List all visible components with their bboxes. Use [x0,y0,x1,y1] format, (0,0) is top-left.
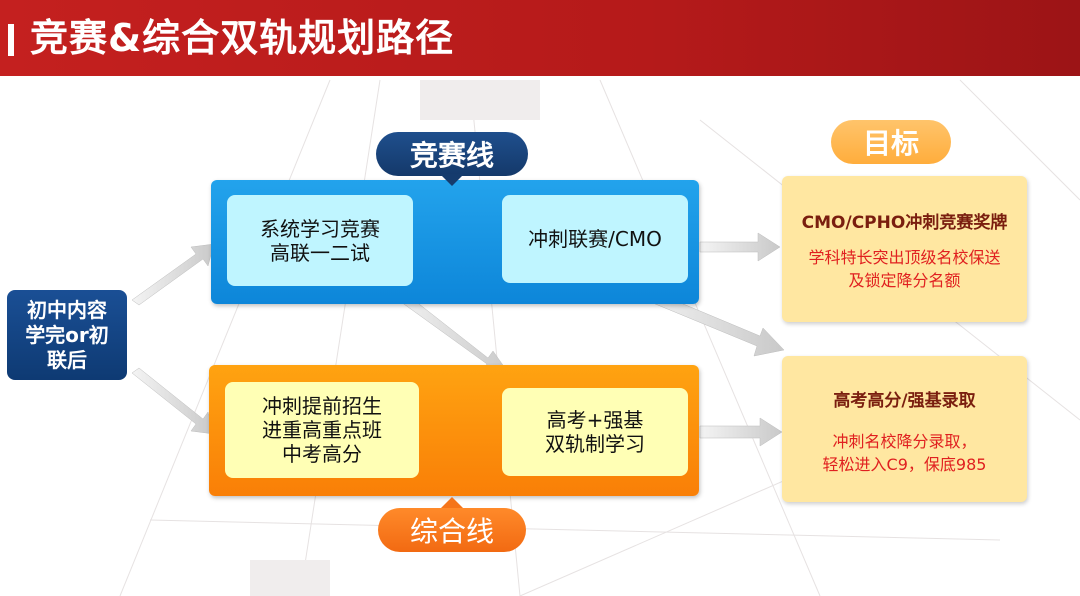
comprehensive-step-2: 高考+强基 双轨制学习 [502,388,688,476]
goal-card-comprehensive: 高考高分/强基录取 冲刺名校降分录取， 轻松进入C9，保底985 [782,356,1027,502]
competition-step-2: 冲刺联赛/CMO [502,195,688,283]
arrow-competition-to-goal1 [699,232,781,262]
start-node-line: 学完or初 [25,322,109,347]
goals-label: 目标 [831,120,951,164]
start-node-line: 初中内容 [26,297,107,322]
step-line: 冲刺提前招生 [262,394,382,418]
step-line: 进重高重点班 [262,418,382,442]
goal-description: 冲刺名校降分录取， 轻松进入C9，保底985 [782,430,1027,476]
step-line: 冲刺联赛/CMO [528,227,662,251]
comprehensive-step-1: 冲刺提前招生 进重高重点班 中考高分 [225,382,419,478]
step-line: 系统学习竞赛 [260,216,380,241]
step-line: 高联一二试 [270,240,370,265]
start-node: 初中内容 学完or初 联后 [7,290,127,380]
arrow-comprehensive-to-goal2 [699,417,783,447]
step-line: 双轨制学习 [545,432,645,456]
goal-title: 高考高分/强基录取 [833,391,976,411]
competition-label-pointer [440,174,464,186]
comprehensive-label-pointer [440,497,464,509]
goal-desc-line: 及锁定降分名额 [848,271,961,290]
competition-step-1: 系统学习竞赛 高联一二试 [227,195,413,286]
goal-description: 学科特长突出顶级名校保送 及锁定降分名额 [782,246,1027,292]
goal-desc-line: 冲刺名校降分录取， [832,432,977,451]
goal-card-competition: CMO/CPHO冲刺竞赛奖牌 学科特长突出顶级名校保送 及锁定降分名额 [782,176,1027,322]
page-title: 竞赛&综合双轨规划路径 [30,16,455,60]
arrow-start-to-comprehensive [131,367,215,435]
start-node-line: 联后 [46,347,87,372]
competition-track-label: 竞赛线 [376,132,528,176]
title-banner: 竞赛&综合双轨规划路径 [0,0,1080,76]
step-line: 高考+强基 [546,408,644,432]
goal-desc-line: 学科特长突出顶级名校保送 [808,248,1001,267]
comprehensive-track-label: 综合线 [378,508,526,552]
goal-title: CMO/CPHO冲刺竞赛奖牌 [801,213,1008,233]
arrow-start-to-competition [131,243,215,306]
title-accent-bar [8,24,14,56]
step-line: 中考高分 [282,442,362,466]
goal-desc-line: 轻松进入C9，保底985 [822,455,987,474]
